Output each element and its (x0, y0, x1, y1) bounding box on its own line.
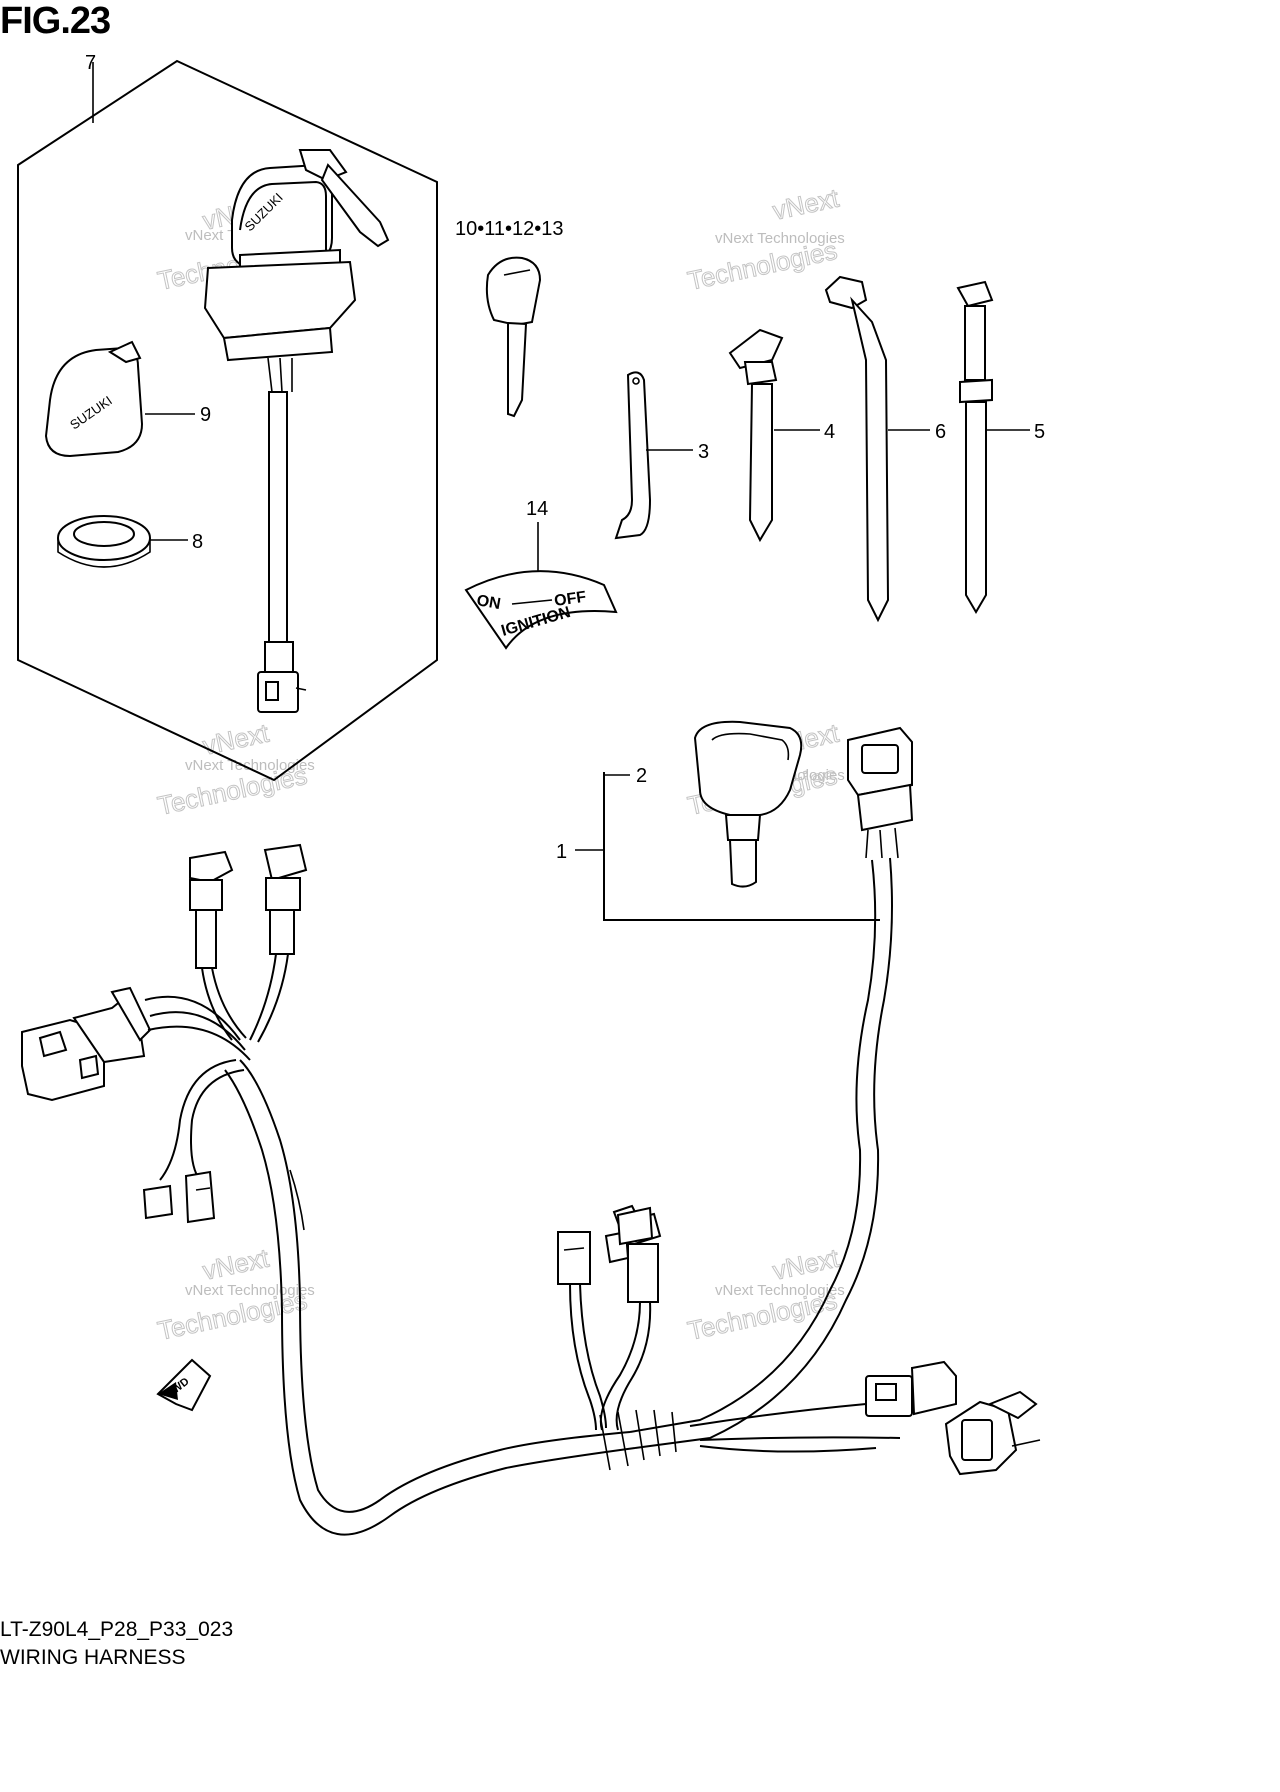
callout-3: 3 (698, 441, 709, 463)
part-1-2-bracket: 1 2 (556, 765, 880, 921)
svg-text:vNext: vNext (770, 183, 842, 226)
fwd-direction-arrow: FWD (156, 1358, 212, 1412)
svg-text:vNext: vNext (200, 718, 272, 761)
decal-on-text: ON (475, 592, 502, 613)
part-4-cable-tie-clip: 4 (728, 328, 835, 543)
watermark-low-left: vNext vNext Technologies Technologies (155, 1242, 315, 1346)
harness-left-branches (21, 843, 308, 1224)
part-10-13-key: 10•11•12•13 (455, 218, 564, 418)
watermark-low-right: vNext vNext Technologies Technologies (685, 1242, 845, 1346)
harness-center-branch (557, 1204, 662, 1431)
part-2-grommet-cap (693, 720, 803, 888)
ignition-switch-assembly-frame: 7 (17, 52, 438, 782)
part-9-switch-cover: SUZUKI 9 (44, 340, 211, 458)
svg-text:vNext: vNext (200, 1243, 272, 1286)
part-8-ring-nut: 8 (57, 515, 203, 568)
assembly-name: WIRING HARNESS (0, 1646, 186, 1669)
main-harness-cable (224, 726, 914, 1536)
part-6-cable-tie: 6 (824, 275, 946, 623)
part-3-clamp: 3 (614, 371, 709, 540)
model-code: LT-Z90L4_P28_P33_023 (0, 1618, 234, 1641)
callout-4: 4 (824, 421, 835, 443)
ignition-switch: SUZUKI (203, 149, 390, 713)
callout-2: 2 (636, 765, 647, 787)
callout-6: 6 (935, 421, 946, 443)
callout-7: 7 (85, 52, 96, 74)
callout-9: 9 (200, 404, 211, 426)
watermark-top-right: vNext vNext Technologies Technologies (685, 182, 845, 296)
part-5-cable-tie: 5 (956, 280, 1045, 614)
svg-text:vNext: vNext (770, 1243, 842, 1286)
svg-text:vNext Technologies: vNext Technologies (185, 757, 315, 774)
callout-8: 8 (192, 531, 203, 553)
part-14-ignition-decal: 14 ON OFF IGNITION (464, 498, 618, 650)
figure-title: FIG.23 (0, 0, 111, 42)
harness-right-branch (689, 1360, 1041, 1476)
callout-10-13: 10•11•12•13 (455, 218, 564, 240)
svg-text:vNext Technologies: vNext Technologies (715, 1282, 845, 1299)
callout-1: 1 (556, 841, 567, 863)
watermark-mid-left: vNext vNext Technologies Technologies (155, 717, 315, 821)
callout-14: 14 (526, 498, 548, 520)
callout-5: 5 (1034, 421, 1045, 443)
decal-off-text: OFF (553, 589, 587, 610)
svg-text:vNext Technologies: vNext Technologies (715, 230, 845, 247)
